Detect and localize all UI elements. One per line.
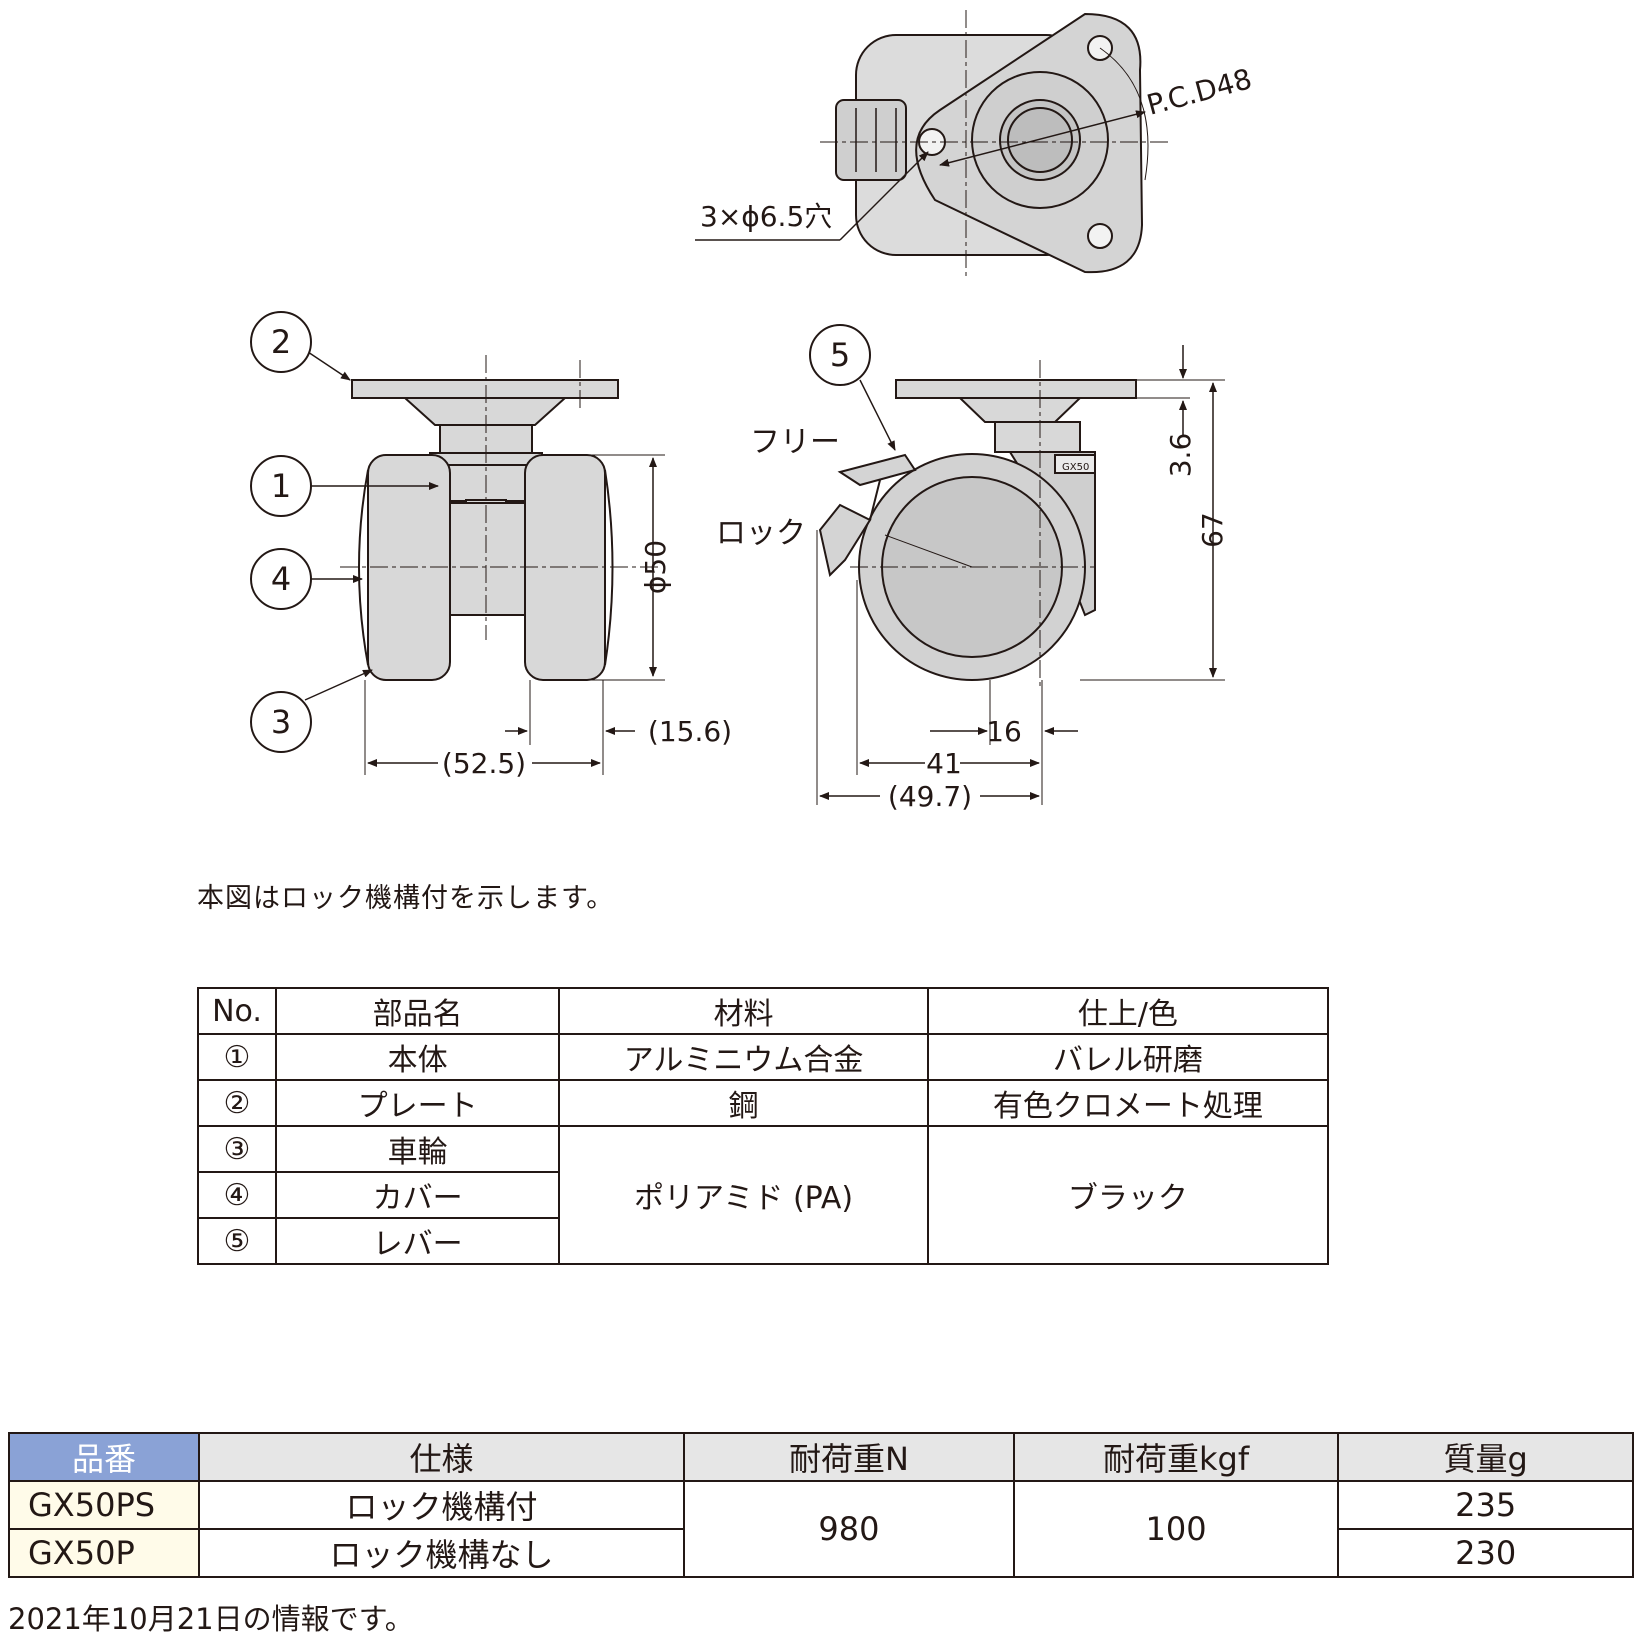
callout-2: 2 bbox=[271, 323, 291, 361]
front-view bbox=[304, 349, 665, 775]
dim-49-7: (49.7) bbox=[888, 780, 972, 813]
part-name: カバー bbox=[274, 1171, 561, 1219]
part-no: ④ bbox=[197, 1171, 277, 1219]
mass-value: 230 bbox=[1337, 1528, 1634, 1578]
callout-5: 5 bbox=[830, 336, 850, 374]
dim-16: 16 bbox=[986, 715, 1022, 748]
top-view bbox=[695, 10, 1170, 280]
drawing-note: 本図はロック機構付を示します。 bbox=[197, 883, 615, 914]
dim-3-6: 3.6 bbox=[1164, 433, 1197, 478]
header-material: 材料 bbox=[558, 987, 929, 1035]
part-finish: 有色クロメート処理 bbox=[926, 1079, 1330, 1127]
dim-41: 41 bbox=[926, 747, 962, 780]
info-date-footer: 2021年10月21日の情報です。 bbox=[8, 1602, 414, 1636]
load-n-value: 980 bbox=[683, 1480, 1015, 1578]
part-name: 車輪 bbox=[274, 1125, 561, 1173]
shared-material: ポリアミド (PA) bbox=[558, 1125, 929, 1265]
part-no: ① bbox=[197, 1033, 277, 1081]
spec-value: ロック機構なし bbox=[197, 1528, 686, 1578]
free-label: フリー bbox=[750, 425, 840, 460]
header-load-kgf: 耐荷重kgf bbox=[1012, 1432, 1340, 1482]
part-no: ② bbox=[197, 1079, 277, 1127]
part-material: 鋼 bbox=[558, 1079, 929, 1127]
header-no: No. bbox=[197, 987, 277, 1035]
dim-67: 67 bbox=[1196, 512, 1229, 548]
spec-value: ロック機構付 bbox=[197, 1480, 686, 1530]
technical-drawing: P.C.D48 3×ϕ6.5穴 bbox=[250, 10, 1255, 813]
model-stamp: GX50 bbox=[1062, 462, 1089, 473]
table-row: ④ カバー bbox=[197, 1171, 1328, 1219]
table-row: ③ 車輪 ポリアミド (PA) ブラック bbox=[197, 1125, 1330, 1265]
holes-label: 3×ϕ6.5穴 bbox=[700, 200, 832, 233]
parts-header-row: No. 部品名 材料 仕上/色 bbox=[197, 987, 1330, 1035]
part-name: 本体 bbox=[274, 1033, 561, 1081]
spec-table: 品番 仕様 耐荷重N 耐荷重kgf 質量g GX50PS ロック機構付 980 … bbox=[8, 1432, 1634, 1578]
parts-table: No. 部品名 材料 仕上/色 ① 本体 アルミニウム合金 バレル研磨 ② プレ… bbox=[197, 987, 1330, 1265]
mass-value: 235 bbox=[1337, 1480, 1634, 1530]
load-kgf-value: 100 bbox=[1012, 1480, 1340, 1578]
callout-3: 3 bbox=[271, 703, 291, 741]
callout-circles bbox=[250, 311, 871, 753]
part-finish: バレル研磨 bbox=[926, 1033, 1330, 1081]
part-name: プレート bbox=[274, 1079, 561, 1127]
part-no: ③ bbox=[197, 1125, 277, 1173]
model-number: GX50PS bbox=[8, 1480, 200, 1530]
table-row: GX50P ロック機構なし 230 bbox=[8, 1528, 1634, 1578]
header-finish: 仕上/色 bbox=[926, 987, 1330, 1035]
side-view bbox=[816, 345, 1225, 805]
part-name: レバー bbox=[274, 1217, 561, 1265]
spec-header-row: 品番 仕様 耐荷重N 耐荷重kgf 質量g bbox=[8, 1432, 1634, 1482]
dim-15-6: (15.6) bbox=[648, 715, 732, 748]
header-mass: 質量g bbox=[1337, 1432, 1634, 1482]
dim-dia50: ϕ50 bbox=[639, 540, 672, 594]
table-row: ② プレート 鋼 有色クロメート処理 bbox=[197, 1079, 1330, 1127]
callout-1: 1 bbox=[271, 467, 291, 505]
table-row: ① 本体 アルミニウム合金 バレル研磨 bbox=[197, 1033, 1330, 1081]
dim-52-5: (52.5) bbox=[442, 747, 526, 780]
header-spec: 仕様 bbox=[197, 1432, 686, 1482]
model-number: GX50P bbox=[8, 1528, 200, 1578]
header-load-n: 耐荷重N bbox=[683, 1432, 1015, 1482]
header-part-name: 部品名 bbox=[274, 987, 561, 1035]
part-material: アルミニウム合金 bbox=[558, 1033, 929, 1081]
table-row: GX50PS ロック機構付 980 100 235 bbox=[8, 1480, 1634, 1578]
callout-4: 4 bbox=[271, 560, 291, 598]
pcd-label: P.C.D48 bbox=[1143, 62, 1255, 122]
shared-finish: ブラック bbox=[926, 1125, 1330, 1265]
part-no: ⑤ bbox=[197, 1217, 277, 1265]
table-row: ⑤ レバー bbox=[197, 1217, 1328, 1265]
header-model: 品番 bbox=[8, 1432, 200, 1482]
lock-label: ロック bbox=[716, 516, 806, 551]
